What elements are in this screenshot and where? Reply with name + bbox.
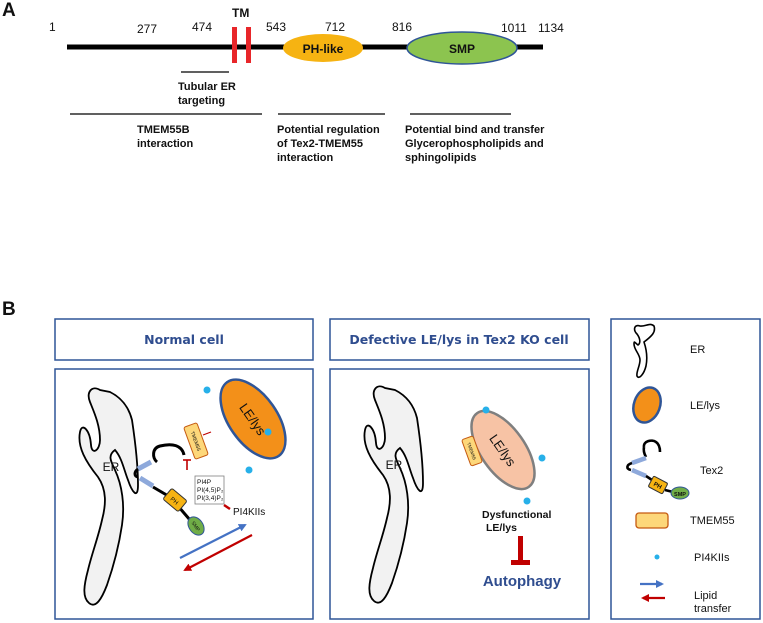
residue-positions: 1 277 474 543 712 816 1011 1134	[49, 20, 564, 36]
tubular-er-annotation-line2: targeting	[178, 95, 225, 107]
autophagy-inhibition-mark	[511, 536, 530, 565]
position-label: 1134	[538, 21, 564, 35]
lipid-transfer-arrow-to-er	[183, 534, 253, 571]
er-shape	[78, 387, 139, 606]
tm-segment-1	[232, 27, 237, 63]
ph-like-domain	[283, 34, 363, 62]
tmem55-icon	[635, 512, 669, 529]
lysosome-icon	[632, 386, 662, 424]
dysfunctional-label-line2: LE/lys	[486, 522, 517, 534]
tm-label: TM	[232, 6, 249, 20]
ph-like-label: PH-like	[303, 42, 344, 56]
ph-label: PH	[169, 497, 179, 507]
tubular-er-annotation-line1: Tubular ER	[178, 81, 236, 93]
regulation-annotation-line1: Potential regulation	[277, 124, 380, 136]
position-label: 816	[392, 20, 412, 34]
tmem55-box: TMEM55	[461, 435, 483, 467]
ph-domain-box: PH	[163, 488, 187, 512]
pi4kii-dot	[538, 454, 546, 462]
pi4kii-dot	[482, 406, 490, 414]
legend-label-lipid-transfer-line1: Lipid	[694, 590, 717, 602]
dysfunctional-label-line1: Dysfunctional	[482, 509, 552, 521]
normal-cell-title-box	[54, 318, 314, 361]
smp-label: SMP	[190, 520, 202, 533]
legend-label-er: ER	[690, 344, 705, 356]
panel-b-label: B	[2, 299, 16, 320]
legend-label-tex2: Tex2	[700, 465, 723, 477]
lipid-label: PI4P	[197, 479, 211, 486]
tm-segment-2	[246, 27, 251, 63]
er-icon	[633, 323, 656, 379]
tmem55b-annotation-line1: TMEM55B	[137, 124, 190, 136]
position-label: 1	[49, 20, 56, 34]
ko-cell-title-box	[329, 318, 590, 361]
legend-label-tmem55: TMEM55	[690, 515, 735, 527]
lipid-label: PI(3,4)P₂	[197, 495, 224, 502]
lipid-label: PI(4,5)P₂	[197, 487, 224, 494]
tmem55b-annotation-line2: interaction	[137, 138, 194, 150]
position-label: 1011	[501, 21, 527, 35]
transfer-annotation-line3: sphingolipids	[405, 152, 477, 164]
autophagy-label: Autophagy	[483, 573, 562, 590]
tm-helix-1	[136, 459, 153, 472]
phosphoinositide-box: PI4P PI(4,5)P₂ PI(3,4)P₂	[194, 475, 225, 505]
pi4kii-dot	[523, 497, 531, 505]
mini-ph-label: PH	[652, 482, 662, 491]
transfer-annotation-line2: Glycerophospholipids and	[405, 138, 544, 150]
er-label: ER	[103, 460, 120, 474]
er-shape	[363, 385, 424, 604]
legend-label-lipid-transfer-line2: transfer	[694, 603, 732, 615]
pi4kii-pointer	[223, 503, 231, 511]
pi4kii-dot	[203, 386, 211, 394]
normal-cell-title: Normal cell	[144, 332, 224, 347]
pi4kii-label: PI4KIIs	[233, 507, 265, 518]
position-label: 712	[325, 20, 345, 34]
mini-smp-label: SMP	[674, 492, 686, 498]
lipid-transfer-arrows-icon	[640, 580, 665, 602]
panel-a-label: A	[2, 0, 16, 21]
position-label: 277	[137, 22, 157, 36]
er-label: ER	[386, 458, 403, 472]
ko-cell-title: Defective LE/lys in Tex2 KO cell	[349, 332, 568, 347]
regulation-annotation-line2: of Tex2-TMEM55	[277, 138, 363, 150]
legend-panel	[610, 318, 761, 620]
tmem55-box: TMEM55	[183, 422, 209, 460]
lipid-transfer-arrow-to-lys	[179, 524, 247, 559]
tmem55-anchor	[202, 431, 212, 436]
position-label: 474	[192, 20, 212, 34]
tex2-icon: PH SMP	[626, 439, 690, 500]
lysosome-ko: LE/lys	[470, 409, 536, 491]
transfer-annotation-line1: Potential bind and transfer	[405, 124, 545, 136]
regulation-annotation-line3: interaction	[277, 152, 334, 164]
smp-domain-ellipse: SMP	[187, 516, 205, 536]
position-label: 543	[266, 20, 286, 34]
legend-label-pi4kii: PI4KIIs	[694, 552, 730, 564]
pi4kii-dot-icon	[654, 554, 660, 560]
tm-helix-2	[138, 475, 155, 489]
pi4kii-dot	[245, 466, 253, 474]
inhibition-mark	[183, 459, 191, 470]
smp-domain	[406, 31, 518, 65]
smp-label: SMP	[449, 42, 475, 56]
legend-label-lys: LE/lys	[690, 400, 720, 412]
tmem55-label: TMEM55	[466, 442, 477, 461]
pi4kii-dot	[264, 428, 272, 436]
